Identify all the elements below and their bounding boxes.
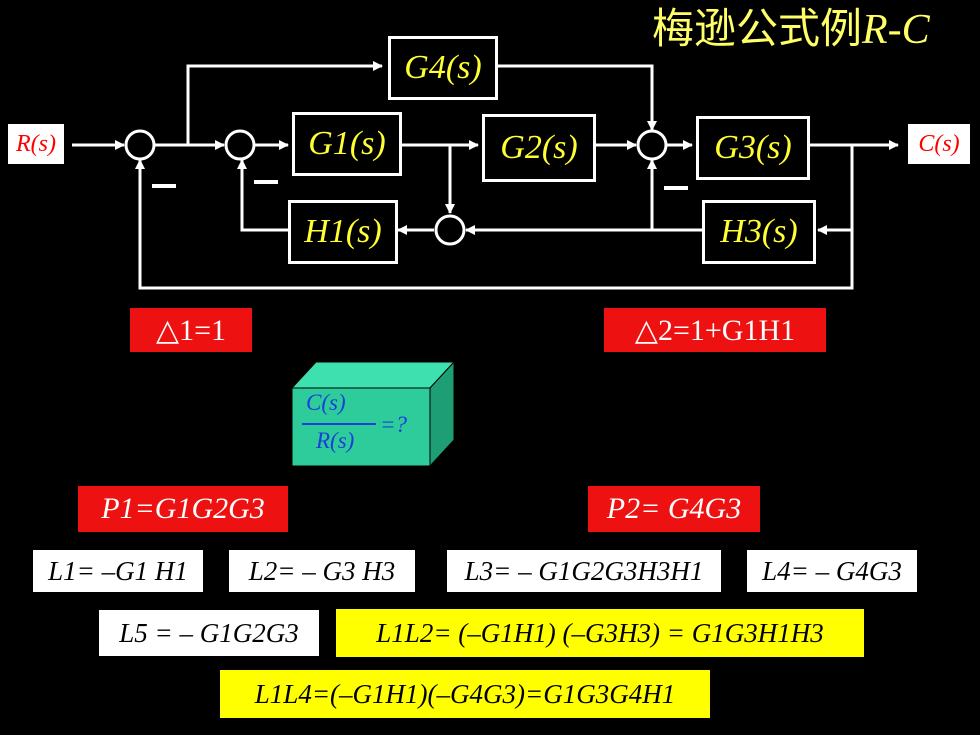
question-suffix: =?	[380, 412, 408, 437]
loop-gain-l4: L4= – G4G3	[746, 549, 918, 593]
summing-junction-4	[434, 214, 466, 246]
loop-gain-l2: L2= – G3 H3	[228, 549, 416, 593]
product-l1l2: L1L2= (–G1H1) (–G3H3) = G1G3H1H3	[336, 609, 864, 657]
block-g4-label: G4(s)	[404, 49, 482, 86]
path-gain-p2: P2= G4G3	[588, 486, 760, 532]
block-g3-label: G3(s)	[714, 129, 792, 166]
loop-gain-l1: L1= –G1 H1	[32, 549, 204, 593]
wire-unity-feedback	[135, 159, 854, 290]
question-denominator: R(s)	[316, 428, 355, 453]
block-g1-label: G1(s)	[308, 125, 386, 162]
block-h1-label: H1(s)	[304, 213, 382, 250]
block-g2-label: G2(s)	[500, 129, 578, 166]
block-h1: H1(s)	[288, 200, 398, 264]
wire-to-g4	[186, 61, 383, 145]
block-h3: H3(s)	[702, 200, 816, 264]
slide-title: 梅逊公式例R-C	[652, 7, 930, 53]
summing-junction-1	[124, 129, 156, 161]
loop-gain-l5: L5 = – G1G2G3	[98, 609, 320, 657]
summing-junction-2	[224, 129, 256, 161]
block-h3-label: H3(s)	[720, 213, 798, 250]
input-label: R(s)	[8, 124, 64, 164]
summing-junction-3	[636, 129, 668, 161]
block-g3: G3(s)	[696, 116, 810, 180]
block-g1: G1(s)	[292, 112, 402, 176]
block-g2: G2(s)	[482, 114, 596, 182]
title-latin: R-C	[862, 7, 930, 53]
wire-g4-sum3	[496, 64, 657, 131]
minus-sign-1	[152, 184, 176, 188]
loop-gain-l3: L3= – G1G2G3H3H1	[446, 549, 722, 593]
delta2-box: △2=1+G1H1	[604, 308, 826, 352]
product-l1l4: L1L4=(–G1H1)(–G4G3)=G1G3G4H1	[220, 670, 710, 718]
block-g4: G4(s)	[388, 36, 498, 100]
delta1-box: △1=1	[130, 308, 252, 352]
question-numerator: C(s)	[306, 390, 346, 415]
wire-to-h3	[817, 145, 854, 235]
output-label: C(s)	[908, 124, 970, 164]
wire-h1-sum2	[237, 159, 288, 232]
minus-sign-2	[254, 180, 278, 184]
minus-sign-3	[664, 186, 688, 190]
title-chinese: 梅逊公式例	[652, 4, 863, 53]
path-gain-p1: P1=G1G2G3	[78, 486, 288, 532]
